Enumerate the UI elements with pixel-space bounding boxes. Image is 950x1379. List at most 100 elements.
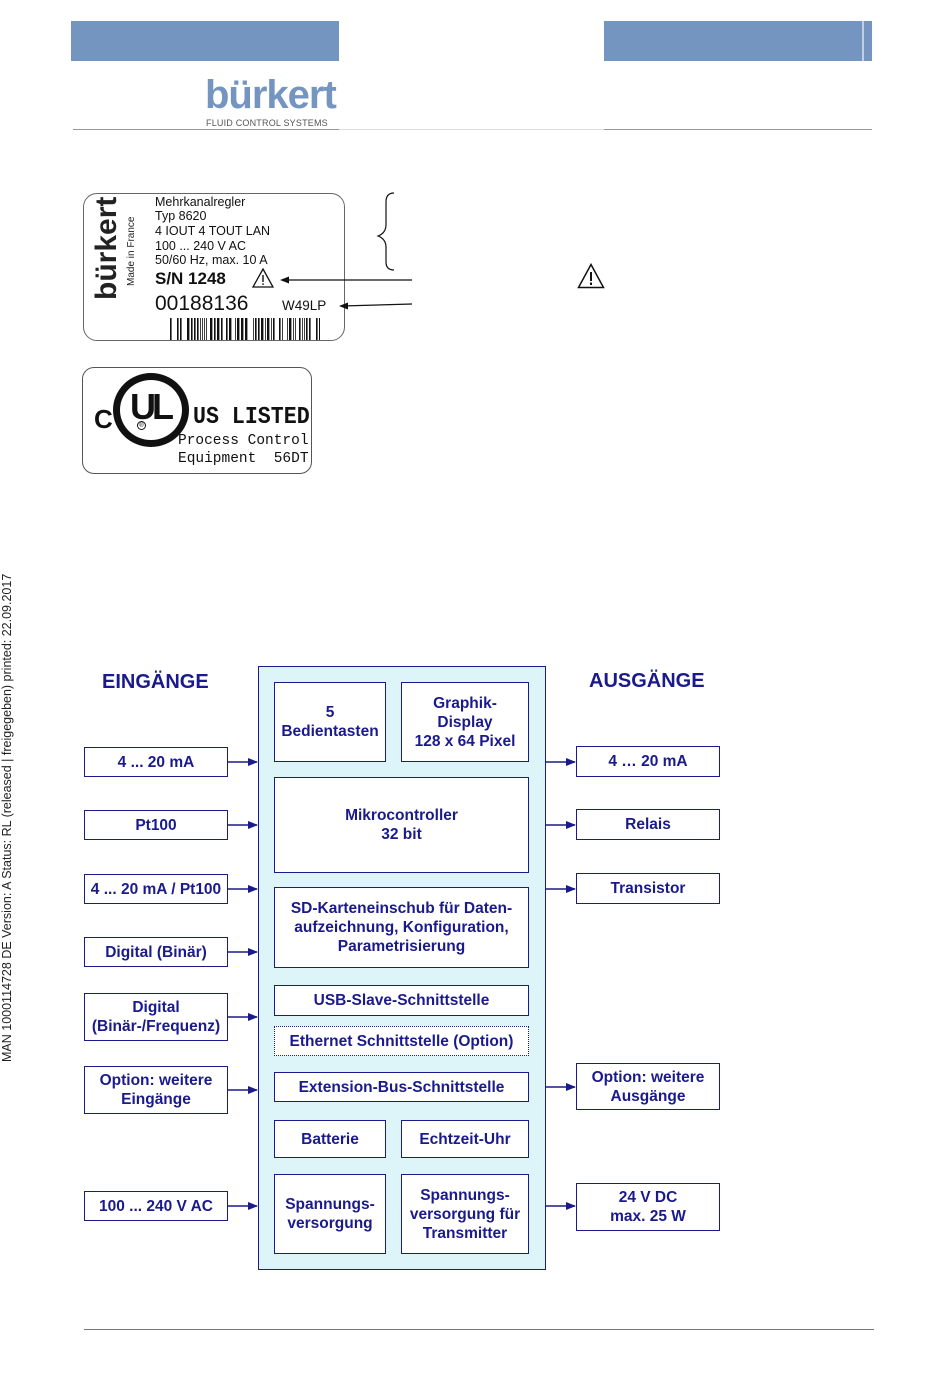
ul-listing-mark [82, 367, 312, 474]
display-block: Graphik- Display 128 x 64 Pixel [401, 682, 529, 762]
barcode-bar [299, 318, 301, 340]
warning-icon [577, 263, 605, 289]
ul-c-letter: C [94, 404, 113, 434]
outputs-heading: AUSGÄNGE [589, 670, 705, 692]
header-rule-left [73, 129, 339, 130]
barcode-bar [237, 318, 240, 340]
header-bar-notch [862, 21, 864, 61]
header-rule-right [604, 129, 872, 130]
battery-block: Batterie [274, 1120, 386, 1158]
barcode-bar [304, 318, 305, 340]
input-box: Digital (Binär-/Frequenz) [84, 993, 228, 1041]
barcode-bar [187, 318, 190, 340]
callout-arrowhead [280, 276, 289, 284]
sd-card-block: SD-Karteneinschub für Daten- aufzeichnun… [274, 887, 529, 968]
callout-line [341, 303, 413, 307]
nameplate [83, 193, 345, 341]
callout-arrowhead [339, 302, 348, 310]
barcode-bar [293, 318, 294, 340]
registered-icon: ® [137, 421, 146, 430]
ul-logo-text: UL [130, 386, 174, 427]
header-bar-notch [401, 21, 403, 61]
output-box: Option: weitere Ausgänge [576, 1063, 720, 1110]
header-bar-left [71, 21, 403, 61]
barcode-bar [282, 318, 283, 340]
output-box: Transistor [576, 873, 720, 904]
controller-block [258, 666, 546, 1270]
inputs-heading: EINGÄNGE [102, 671, 209, 693]
nameplate-serial: S/N 1248 [155, 269, 226, 288]
barcode-bar [316, 318, 318, 340]
header-bar-right [604, 21, 872, 61]
nameplate-code: 00188136 [155, 292, 249, 315]
input-box: Digital (Binär) [84, 937, 228, 967]
ul-ring [113, 373, 189, 447]
barcode-bar [309, 318, 311, 340]
power-supply-block: Spannungs- versorgung [274, 1174, 386, 1254]
nameplate-line: 50/60 Hz, max. 10 A [155, 253, 268, 267]
barcode-bar [206, 318, 207, 340]
input-box: 4 ... 20 mA [84, 747, 228, 777]
input-box: 4 ... 20 mA / Pt100 [84, 874, 228, 904]
barcode-bar [261, 318, 264, 340]
nameplate-line: Typ 8620 [155, 209, 207, 223]
barcode-bar [217, 318, 220, 340]
footer-rule [84, 1329, 874, 1330]
barcode-bar [221, 318, 223, 340]
barcode-bar [194, 318, 196, 340]
output-box: Relais [576, 809, 720, 840]
rtc-block: Echtzeit-Uhr [401, 1120, 529, 1158]
barcode-bar [306, 318, 308, 340]
barcode-bar [241, 318, 244, 340]
brand-tagline: FLUID CONTROL SYSTEMS [206, 118, 328, 128]
barcode-bar [226, 318, 228, 340]
nameplate-line: 4 IOUT 4 TOUT LAN [155, 224, 271, 238]
barcode-bar [177, 318, 179, 340]
barcode-bar [273, 318, 275, 340]
barcode-bar [191, 318, 193, 340]
input-box: Pt100 [84, 810, 228, 840]
barcode-bar [197, 318, 199, 340]
barcode-bar [245, 318, 248, 340]
barcode-bar [271, 318, 272, 340]
barcode-bar [253, 318, 254, 340]
barcode-bar [255, 318, 257, 340]
barcode-bar [214, 318, 216, 340]
barcode-bar [180, 318, 182, 340]
barcode-bar [289, 318, 292, 340]
output-box: 4 … 20 mA [576, 746, 720, 777]
warning-icon [252, 268, 274, 288]
ul-us-listed: US LISTED [193, 404, 310, 431]
barcode-bar [279, 318, 281, 340]
header-rule-middle [339, 129, 604, 130]
barcode-bar [170, 318, 172, 340]
ul-line: Equipment 56DT [178, 451, 309, 467]
barcode-bar [210, 318, 213, 340]
extension-bus-block: Extension-Bus-Schnittstelle [274, 1072, 529, 1102]
nameplate-line: 100 ... 240 V AC [155, 239, 247, 253]
microcontroller-block: Mikrocontroller 32 bit [274, 777, 529, 873]
barcode-bar [229, 318, 232, 340]
input-box: 100 ... 240 V AC [84, 1191, 228, 1221]
nameplate-line: Mehrkanalregler [155, 195, 246, 209]
barcode [170, 318, 320, 340]
nameplate-callouts [280, 192, 413, 310]
input-box: Option: weitere Eingänge [84, 1066, 228, 1114]
nameplate-code2: W49LP [282, 298, 327, 313]
barcode-bar [258, 318, 260, 340]
barcode-bar [235, 318, 236, 340]
transmitter-supply-block: Spannungs- versorgung für Transmitter [401, 1174, 529, 1254]
barcode-bar [302, 318, 303, 340]
barcode-bar [295, 318, 296, 340]
barcode-bar [319, 318, 320, 340]
barcode-bar [287, 318, 288, 340]
brand-logo: bürkert [205, 73, 337, 117]
callout-brace [376, 192, 395, 271]
usb-interface-block: USB-Slave-Schnittstelle [274, 985, 529, 1016]
barcode-bar [200, 318, 201, 340]
barcode-bar [267, 318, 270, 340]
ul-line: Process Control [178, 433, 309, 449]
output-box: 24 V DC max. 25 W [576, 1183, 720, 1231]
ethernet-interface-block: Ethernet Schnittstelle (Option) [274, 1026, 529, 1056]
